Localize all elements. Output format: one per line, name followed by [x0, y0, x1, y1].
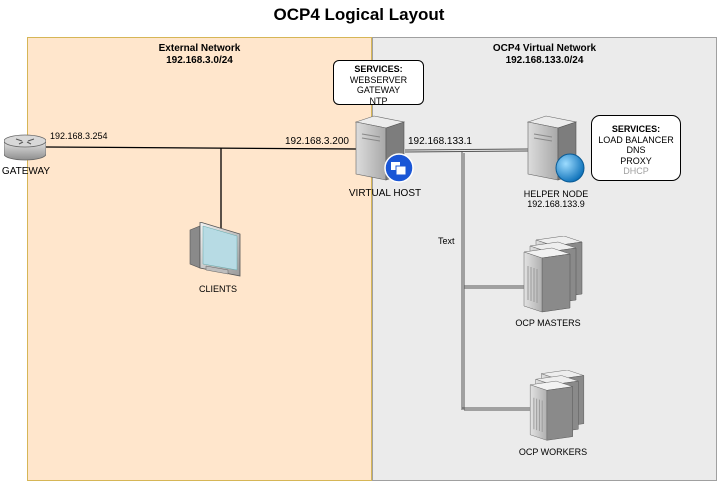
server-rack-icon: [529, 370, 585, 441]
clients-label: CLIENTS: [198, 284, 237, 294]
host-internal-ip: 192.168.133.1: [408, 136, 472, 147]
tower-server-icon: [354, 115, 406, 181]
gateway-ip: 192.168.3.254: [50, 131, 108, 141]
service-item: GATEWAY: [356, 85, 401, 95]
workers-label: OCP WORKERS: [518, 447, 588, 457]
service-item-dimmed: DHCP: [623, 166, 649, 176]
router-icon: [4, 134, 46, 161]
virtual-host-label: VIRTUAL HOST: [348, 188, 422, 199]
server-rack-icon: [523, 236, 583, 313]
external-network-header: External Network 192.168.3.0/24: [27, 43, 372, 67]
service-item: NTP: [369, 95, 388, 106]
virtual-network-name: OCP4 Virtual Network: [492, 43, 597, 54]
external-network-cidr: 192.168.3.0/24: [166, 55, 233, 66]
diagram-title: OCP4 Logical Layout: [273, 5, 445, 24]
host-external-ip: 192.168.3.200: [285, 136, 349, 147]
desktop-computer-icon: [189, 222, 241, 277]
virtualization-badge-icon: [384, 153, 414, 183]
services-heading: SERVICES:: [611, 124, 661, 134]
service-item: LOAD BALANCER: [598, 134, 674, 145]
service-item: PROXY: [620, 155, 652, 166]
masters-label: OCP MASTERS: [515, 318, 581, 328]
helper-node-label: HELPER NODE: [523, 189, 589, 199]
external-network-name: External Network: [158, 43, 241, 54]
service-item: DNS: [626, 145, 646, 155]
internal-bus: [404, 148, 530, 411]
services-heading: SERVICES:: [354, 64, 403, 74]
virtual-host-services-box: SERVICES: WEBSERVER GATEWAY NTP: [333, 60, 424, 106]
virtual-network-cidr: 192.168.133.0/24: [505, 55, 584, 66]
gateway-to-host-link: [45, 146, 358, 150]
globe-icon: [555, 153, 585, 183]
helper-node-caption: HELPER NODE 192.168.133.9: [506, 189, 606, 209]
helper-services-box: SERVICES: LOAD BALANCER DNS PROXY DHCP: [591, 115, 681, 181]
helper-node-ip: 192.168.133.9: [527, 199, 585, 209]
gateway-label: GATEWAY: [1, 166, 51, 177]
virtual-network-header: OCP4 Virtual Network 192.168.133.0/24: [372, 43, 717, 67]
service-item: WEBSERVER: [349, 74, 408, 85]
wire-note: Text: [438, 236, 455, 246]
